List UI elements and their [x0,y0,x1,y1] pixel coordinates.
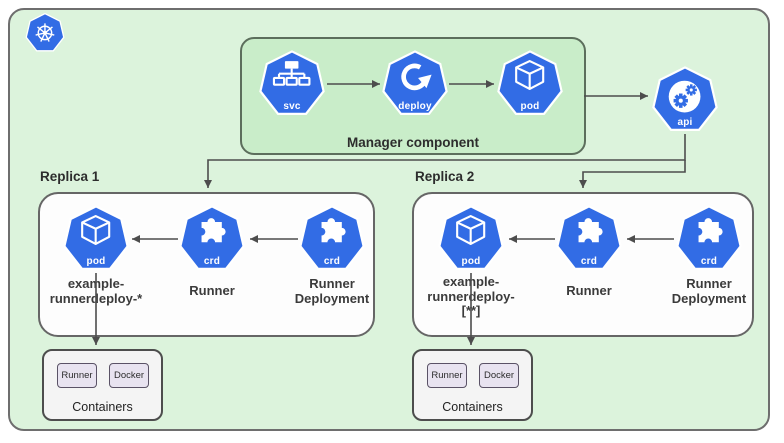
pod-badge: pod [461,255,481,267]
manager-pod-node: pod [497,50,563,116]
pod-badge: pod [520,100,540,112]
deploy-node: deploy [382,50,448,116]
replica2-runner-deployment-caption: Runner Deployment [649,276,769,306]
pod-cube-icon [72,211,119,253]
replica1-pod-node: pod [63,205,129,271]
replica1-label: Replica 1 [40,169,100,184]
replica1-containers-box: Runner Docker Containers [42,349,163,421]
replica1-runner-deployment-crd-node: crd [299,205,365,271]
caption-line: Runner [686,276,732,291]
crd-badge: crd [203,255,221,267]
manager-component-label: Manager component [346,135,479,150]
runner-container-chip: Runner [427,363,467,388]
caption-line: Deployment [671,291,747,306]
replica1-pod-caption: example- runnerdeploy-* [26,276,166,306]
replica1-runner-crd-node: crd [179,205,245,271]
caption-line: [**] [461,303,481,318]
crd-badge: crd [580,255,598,267]
svc-badge: svc [283,100,301,112]
pod-cube-icon [506,56,553,98]
replica2-runner-crd-node: crd [556,205,622,271]
crd-badge: crd [323,255,341,267]
replica2-label: Replica 2 [415,169,475,184]
caption-line: runnerdeploy-* [49,291,143,306]
replica1-runner-caption: Runner [189,283,235,298]
containers-label: Containers [72,400,133,414]
crd-puzzle-icon [565,211,612,253]
crd-badge: crd [700,255,718,267]
runner-container-chip: Runner [57,363,97,388]
caption-line: example- [442,274,500,289]
kubernetes-logo-icon [25,12,65,52]
crd-puzzle-icon [308,211,355,253]
replica2-pod-caption: example- runnerdeploy- [**] [401,274,541,319]
helm-wheel-icon [29,17,61,49]
replica2-pod-node: pod [438,205,504,271]
deploy-badge: deploy [398,100,432,112]
replica1-runner-deployment-caption: Runner Deployment [272,276,392,306]
replica2-runner-caption: Runner [566,283,612,298]
caption-line: Runner [309,276,355,291]
crd-puzzle-icon [188,211,235,253]
deploy-icon [391,56,438,98]
service-icon [268,56,315,98]
docker-container-chip: Docker [479,363,519,388]
caption-line: Deployment [294,291,370,306]
api-gears-icon [659,71,710,122]
containers-label: Containers [442,400,503,414]
api-badge: api [677,116,693,128]
caption-line: runnerdeploy- [427,288,515,304]
crd-puzzle-icon [685,211,732,253]
pod-badge: pod [86,255,106,267]
api-node: api [652,66,718,132]
pod-cube-icon [447,211,494,253]
docker-container-chip: Docker [109,363,149,388]
replica2-runner-deployment-crd-node: crd [676,205,742,271]
svc-node: svc [259,50,325,116]
caption-line: example- [67,276,125,291]
replica2-containers-box: Runner Docker Containers [412,349,533,421]
